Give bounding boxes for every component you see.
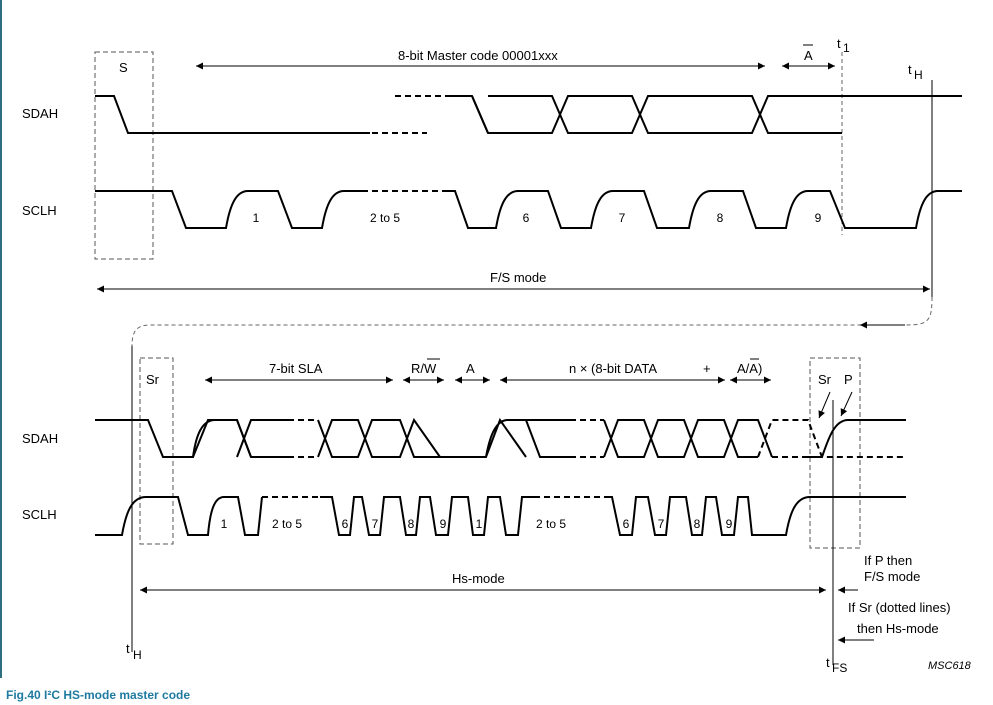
bottom-clock-label-2: 2 to 5 [272, 517, 302, 531]
sclh-bottom-waveform-a [95, 496, 263, 536]
sclh-bottom-label: SCLH [22, 507, 57, 522]
sdah-bottom-stop [808, 419, 906, 458]
sclh-top-label: SCLH [22, 203, 57, 218]
sdah-bottom-label: SDAH [22, 431, 58, 446]
top-clock-label-4: 7 [619, 211, 626, 225]
bottom-clock-label-10: 7 [658, 517, 665, 531]
sdah-bottom-waveform-e [603, 419, 773, 458]
th-top-label: t [908, 62, 912, 77]
start-condition-box [94, 51, 154, 260]
bottom-clock-label-11: 8 [694, 517, 701, 531]
top-clock-labels: 1 2 to 5 6 7 8 9 [253, 211, 822, 225]
figure-reference-code: MSC618 [928, 660, 972, 672]
sdah-top-waveform-lower [471, 95, 842, 134]
th-bottom-subscript: H [133, 648, 142, 662]
restart-stop-box [809, 357, 861, 549]
sdah-top-label: SDAH [22, 106, 58, 121]
sclh-bottom-waveform-c [604, 496, 906, 536]
t1-label: t [837, 36, 841, 51]
sdah-bottom-dotted-restart [757, 419, 906, 458]
sclh-bottom-waveform-b [320, 496, 534, 536]
bottom-clock-label-6: 9 [440, 517, 447, 531]
tfs-label: t [826, 655, 830, 670]
sdah-top-waveform-start [95, 95, 370, 134]
restart-label: Sr [146, 372, 160, 387]
sdah-bottom-waveform-b [192, 419, 288, 458]
rw-label: R/W [411, 361, 437, 376]
sclh-top-waveform-start [95, 190, 362, 229]
top-clock-label-6: 9 [815, 211, 822, 225]
section-connector-dashed [131, 296, 933, 347]
figure-caption: Fig.40 I²C HS-mode master code [6, 688, 191, 702]
bottom-clock-label-4: 7 [372, 517, 379, 531]
sdah-bottom-waveform-a [95, 419, 288, 458]
th-bottom-label: t [126, 641, 130, 656]
t1-subscript: 1 [843, 41, 850, 55]
restart-condition-box [139, 357, 174, 545]
bottom-clock-label-7: 1 [476, 517, 483, 531]
note-sr-line1: If Sr (dotted lines) [848, 600, 951, 615]
ack-label: A [466, 361, 475, 376]
page-left-border [0, 0, 2, 678]
master-code-label: 8-bit Master code 00001xxx [398, 48, 558, 63]
data-label: n × (8-bit DATA [569, 361, 657, 376]
bottom-clock-label-9: 6 [623, 517, 630, 531]
top-clock-label-2: 2 to 5 [370, 211, 400, 225]
bottom-clock-label-8: 2 to 5 [536, 517, 566, 531]
tfs-subscript: FS [832, 661, 847, 675]
top-clock-label-5: 8 [717, 211, 724, 225]
sclh-top-waveform-main [443, 190, 962, 229]
bottom-clock-label-3: 6 [342, 517, 349, 531]
bottom-clock-label-5: 8 [408, 517, 415, 531]
top-clock-label-3: 6 [523, 211, 530, 225]
ack-nack-label: A/A) [737, 361, 762, 376]
bottom-clock-label-1: 1 [221, 517, 228, 531]
p-pointer-arrow [840, 391, 853, 417]
sr-pointer-arrow [818, 391, 831, 419]
plus-label: + [703, 361, 711, 376]
th-top-subscript: H [914, 68, 923, 82]
top-clock-label-1: 1 [253, 211, 260, 225]
sdah-bottom-waveform-c [317, 417, 441, 458]
sla-label: 7-bit SLA [269, 361, 323, 376]
note-p-line2: F/S mode [864, 569, 920, 584]
start-label: S [119, 60, 128, 75]
bottom-clock-labels: 1 2 to 5 6 7 8 9 1 2 to 5 6 7 8 9 [221, 517, 733, 531]
note-sr-line2: then Hs-mode [857, 621, 939, 636]
sdah-bottom-waveform-d [440, 417, 570, 458]
bottom-clock-label-12: 9 [726, 517, 733, 531]
sr-right-label: Sr [818, 372, 832, 387]
p-label: P [844, 372, 853, 387]
hs-mode-label: Hs-mode [452, 571, 505, 586]
fs-mode-label: F/S mode [490, 270, 546, 285]
sdah-top-waveform-upper [448, 95, 962, 134]
note-p-line1: If P then [864, 553, 912, 568]
nack-label: A [804, 48, 813, 63]
